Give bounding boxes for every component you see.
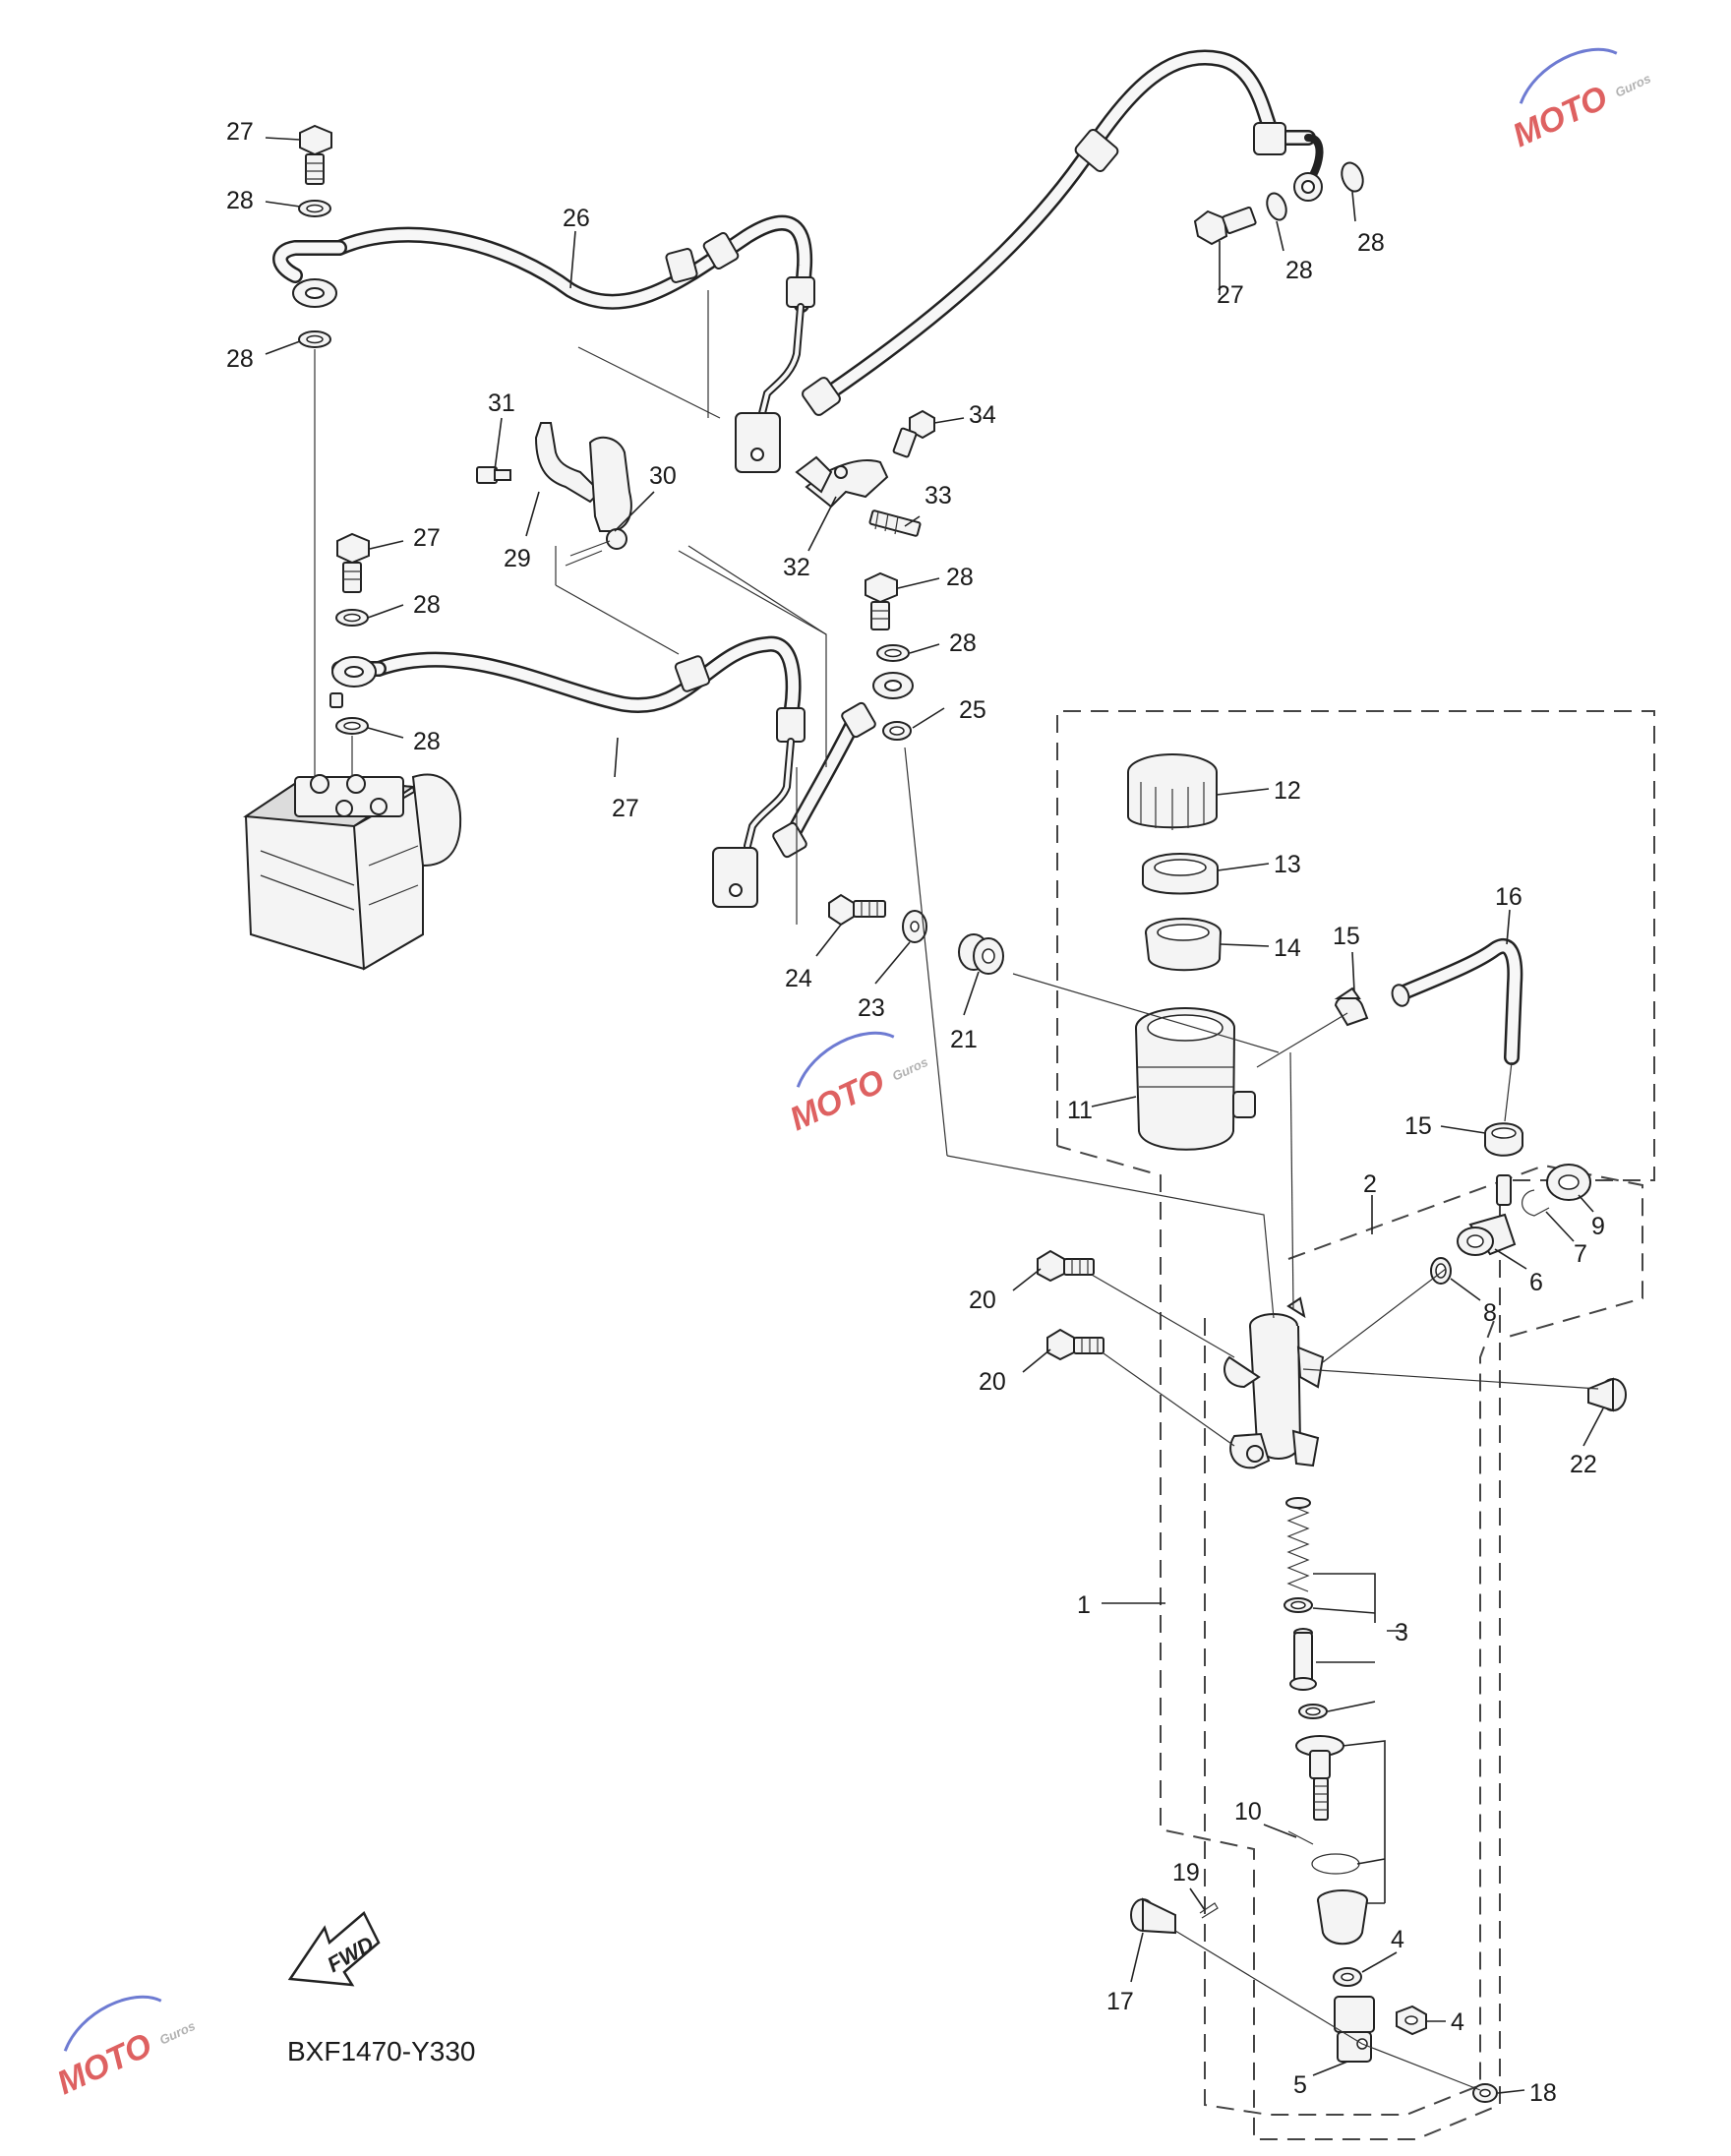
watermark-suffix: Guros <box>157 2018 198 2048</box>
callout-27: 28 <box>946 564 974 591</box>
callout-16: 16 <box>1495 883 1522 911</box>
callout-30: 30 <box>649 462 677 490</box>
reservoir-assembly <box>1127 753 1591 1285</box>
reservoir-group-outline <box>1056 710 1655 2140</box>
callout-28: 28 <box>1285 257 1313 284</box>
callout-4: 4 <box>1451 2008 1464 2036</box>
callout-26: 26 <box>563 205 590 232</box>
watermark-brand: MOTO <box>1507 79 1613 154</box>
callout-1: 1 <box>1077 1591 1091 1619</box>
upper-brake-hose-26 <box>331 214 815 473</box>
callout-28: 28 <box>226 187 254 214</box>
callout-6: 6 <box>1529 1269 1543 1296</box>
callout-19: 19 <box>1172 1859 1200 1886</box>
watermark-suffix: Guros <box>890 1054 930 1084</box>
callout-22: 22 <box>1570 1451 1597 1478</box>
callout-33: 33 <box>925 482 952 509</box>
hose-clamps <box>476 409 935 567</box>
callout-28: 28 <box>413 591 441 619</box>
callout-28: 28 <box>413 728 441 755</box>
callout-5: 5 <box>1293 2071 1307 2099</box>
watermark-suffix: Guros <box>1613 71 1653 100</box>
connection-lines <box>314 290 1599 2091</box>
middle-banjo <box>872 672 914 699</box>
callout-17: 17 <box>1106 1988 1134 2015</box>
callout-34: 34 <box>969 401 996 429</box>
fwd-arrow: FWD <box>287 1911 381 1987</box>
lower-brake-hose-25 <box>329 635 876 908</box>
fitting-group-outline <box>1287 1164 1643 1339</box>
callout-4: 4 <box>1391 1926 1404 1953</box>
group-outlines <box>1056 710 1655 2140</box>
callout-32: 32 <box>783 554 810 581</box>
callout-15: 15 <box>1404 1112 1432 1140</box>
callout-15: 15 <box>1333 923 1360 950</box>
upper-left-banjo <box>272 240 347 308</box>
callout-13: 13 <box>1274 851 1301 878</box>
watermark-bottom-left: MOTO Guros <box>51 1995 198 2102</box>
callout-9: 9 <box>1591 1213 1605 1240</box>
callout-20: 20 <box>969 1287 996 1314</box>
callout-28: 28 <box>226 345 254 373</box>
callout-18: 18 <box>1529 2079 1557 2107</box>
callout-28: 25 <box>959 696 986 724</box>
callout-31: 31 <box>488 389 515 417</box>
callout-21: 21 <box>950 1026 978 1053</box>
callout-29: 29 <box>504 545 531 572</box>
diagram-code: BXF1470-Y330 <box>287 2036 475 2066</box>
callout-27: 27 <box>1217 281 1244 309</box>
callout-27: 27 <box>226 118 254 146</box>
callout-14: 14 <box>1274 934 1301 962</box>
callout-23: 23 <box>858 994 885 1022</box>
callout-2: 2 <box>1363 1170 1377 1198</box>
watermark-top-right: MOTO Guros <box>1507 47 1653 154</box>
watermark-center: MOTO Guros <box>784 1031 930 1138</box>
master-cylinder <box>828 893 1627 2103</box>
callout-10: 10 <box>1234 1798 1262 1826</box>
master-cylinder-group-outline <box>1204 1317 1496 2116</box>
abs-unit <box>243 773 462 971</box>
watermark-brand: MOTO <box>784 1062 890 1138</box>
callout-leaders <box>265 137 1604 2094</box>
callout-20: 20 <box>979 1368 1006 1396</box>
banjo-bolts-and-washers <box>298 124 1364 741</box>
callout-24: 24 <box>785 965 812 992</box>
callout-12: 12 <box>1274 777 1301 805</box>
callout-8: 8 <box>1483 1299 1497 1327</box>
callout-28: 28 <box>949 629 977 657</box>
callout-7: 7 <box>1574 1240 1587 1268</box>
callout-labels: 27 28 28 26 31 29 30 34 33 32 27 28 28 2… <box>226 118 1605 2107</box>
callout-25: 27 <box>612 795 639 822</box>
callout-28: 28 <box>1357 229 1385 257</box>
watermark-brand: MOTO <box>51 2026 157 2102</box>
callout-3: 3 <box>1395 1619 1408 1647</box>
callout-27: 27 <box>413 524 441 552</box>
callout-11: 11 <box>1067 1097 1093 1124</box>
long-brake-hose <box>802 49 1324 416</box>
